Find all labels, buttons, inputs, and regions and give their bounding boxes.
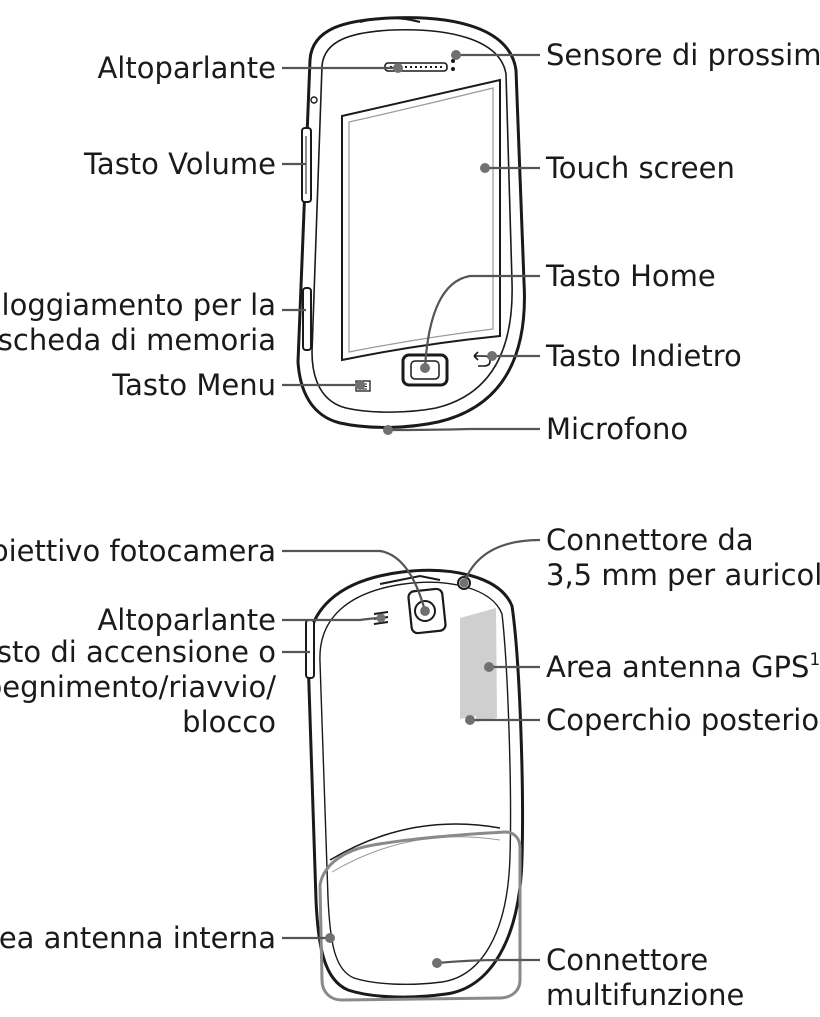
- back-leader-lines: [282, 538, 541, 965]
- label-tasto-home: Tasto Home: [545, 259, 716, 293]
- label-touch-screen: Touch screen: [545, 151, 735, 185]
- proximity-sensor-2: [451, 67, 455, 71]
- label-tasto-indietro: Tasto Indietro: [545, 339, 742, 373]
- gps-footnote-marker: 1: [809, 650, 820, 670]
- label-altoparlante-front: Altoparlante: [97, 51, 276, 85]
- proximity-sensor: [451, 59, 455, 63]
- label-connettore-multifunzione-2: multifunzione: [546, 978, 744, 1012]
- back-key-icon: [473, 351, 491, 367]
- label-connettore-multifunzione-1: Connettore: [546, 943, 708, 977]
- label-sensore-prossimita: Sensore di prossimità: [546, 38, 820, 72]
- label-alloggiamento-2: scheda di memoria: [0, 323, 276, 357]
- label-antenna-interna: Area antenna interna: [0, 921, 276, 955]
- cover-bottom-curve-2: [331, 836, 501, 873]
- label-alloggiamento-1: Alloggiamento per la: [0, 288, 276, 322]
- gps-antenna-area: [460, 608, 497, 722]
- label-tasto-menu: Tasto Menu: [111, 368, 276, 402]
- touch-screen-inner: [348, 87, 494, 353]
- power-key: [305, 619, 315, 679]
- cover-bottom-curve: [329, 823, 501, 861]
- label-obiettivo-fotocamera: Obiettivo fotocamera: [0, 534, 276, 568]
- label-microfono: Microfono: [546, 412, 688, 446]
- touch-screen-panel: [341, 78, 501, 362]
- label-accensione-2: spegnimento/riavvio/: [0, 670, 276, 704]
- front-leader-dots: [355, 50, 497, 435]
- label-tasto-volume: Tasto Volume: [83, 147, 276, 181]
- label-area-antenna-gps-text: Area antenna GPS: [546, 650, 809, 684]
- front-phone: [296, 16, 526, 429]
- memory-card-slot: [302, 287, 312, 351]
- side-hole: [310, 96, 318, 104]
- top-port: [359, 17, 421, 23]
- back-leader-dots: [325, 578, 494, 968]
- front-leader-lines: [282, 53, 540, 432]
- label-altoparlante-back: Altoparlante: [97, 603, 276, 637]
- label-connettore-auricolare-1: Connettore da: [546, 523, 754, 557]
- label-coperchio-posteriore: Coperchio posteriore: [546, 703, 820, 737]
- label-connettore-auricolare-2: 3,5 mm per auricolare: [546, 558, 820, 592]
- internal-antenna-area: [318, 830, 522, 1002]
- back-phone: [305, 568, 525, 1002]
- label-accensione-3: blocco: [182, 705, 276, 739]
- label-accensione-1: Tasto di accensione o: [0, 635, 276, 669]
- back-phone-inner: [319, 581, 512, 986]
- back-top-edge: [379, 574, 441, 585]
- label-area-antenna-gps: Area antenna GPS1: [546, 650, 820, 684]
